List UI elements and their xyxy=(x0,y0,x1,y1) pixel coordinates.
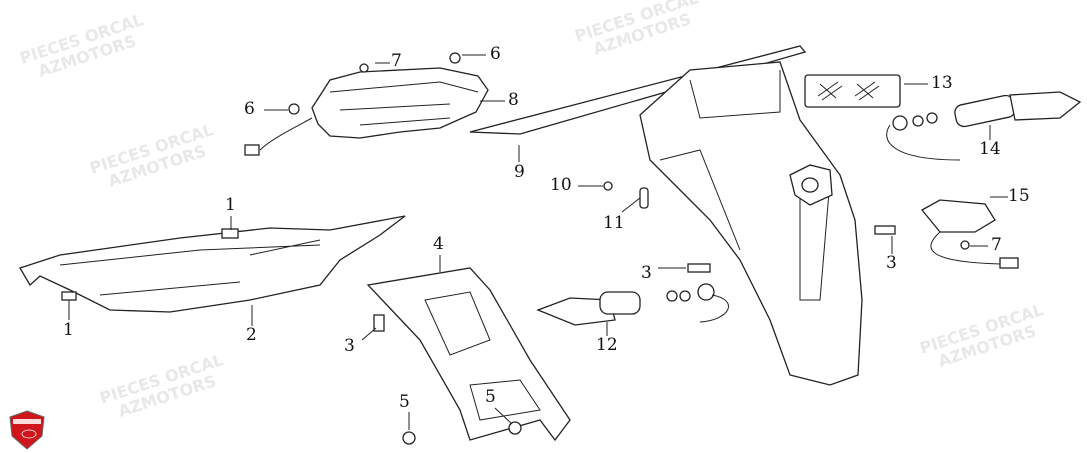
plate-light-part-15 xyxy=(921,199,1019,269)
nut-part-5 xyxy=(508,421,522,435)
rear-fender xyxy=(639,61,863,386)
bolt-part-3 xyxy=(874,225,896,235)
callout-3: 3 xyxy=(344,336,355,356)
screw-part-6 xyxy=(449,52,461,64)
callout-2: 2 xyxy=(246,325,257,345)
clip-part-1 xyxy=(221,228,239,239)
bracket-part-4 xyxy=(366,267,571,442)
indicator-part-12 xyxy=(536,283,729,326)
seat-cowl-part-2 xyxy=(19,215,406,313)
callout-9: 9 xyxy=(514,162,525,182)
indicator-part-14 xyxy=(886,91,1082,161)
leader-lines xyxy=(68,54,1008,430)
callout-7: 7 xyxy=(391,51,402,71)
callout-1: 1 xyxy=(225,195,236,215)
callout-6: 6 xyxy=(244,99,255,119)
nut-part-5 xyxy=(402,431,416,445)
screw-part-6 xyxy=(288,103,300,115)
callout-15: 15 xyxy=(1008,186,1030,206)
callout-1: 1 xyxy=(63,320,74,340)
callout-8: 8 xyxy=(508,90,519,110)
clip-part-1 xyxy=(61,291,77,301)
screw-part-10 xyxy=(603,181,613,191)
callout-7: 7 xyxy=(991,235,1002,255)
bolt-part-3 xyxy=(373,314,385,332)
screw-part-7 xyxy=(359,63,369,73)
reflector-part-13 xyxy=(804,74,901,108)
callout-14: 14 xyxy=(979,139,1001,159)
callout-12: 12 xyxy=(596,335,618,355)
callout-3: 3 xyxy=(641,263,652,283)
azmotors-logo xyxy=(9,410,45,450)
callout-3: 3 xyxy=(886,253,897,273)
callout-11: 11 xyxy=(603,213,625,233)
callout-5: 5 xyxy=(399,392,410,412)
callout-13: 13 xyxy=(931,73,953,93)
screw-part-7 xyxy=(960,240,970,250)
tail-light-part-8 xyxy=(244,67,489,156)
callout-10: 10 xyxy=(550,175,572,195)
callout-4: 4 xyxy=(433,234,444,254)
callout-5: 5 xyxy=(485,387,496,407)
clip-part-11 xyxy=(639,187,649,209)
callout-6: 6 xyxy=(490,44,501,64)
bolt-part-3 xyxy=(687,263,711,273)
